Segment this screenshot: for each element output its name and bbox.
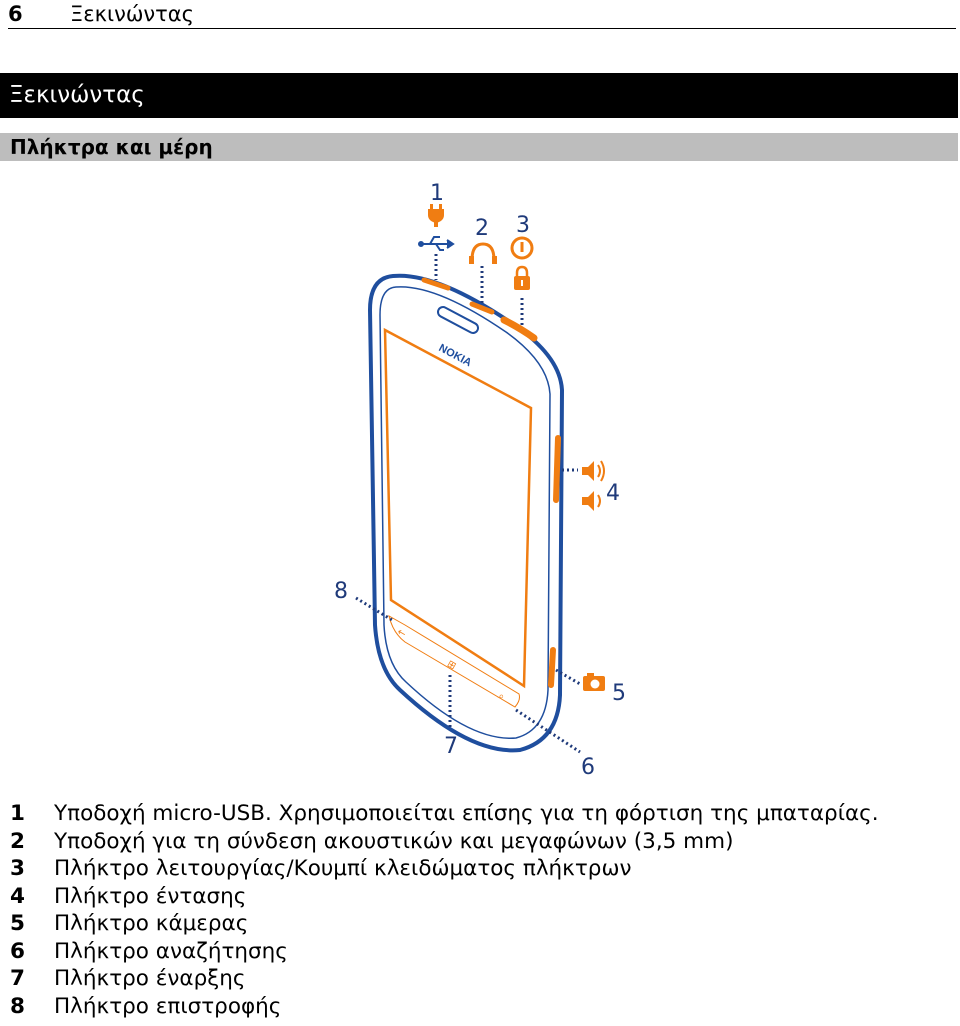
legend-text: Πλήκτρο αναζήτησης <box>54 938 288 964</box>
running-header-title: Ξεκινώντας <box>70 2 194 26</box>
legend-number: 4 <box>10 883 25 909</box>
search-icon: ⌕ <box>496 691 506 703</box>
callout-5: 5 <box>612 681 626 706</box>
legend-text: Υποδοχή micro-USB. Χρησιμοποιείται επίση… <box>54 801 879 826</box>
legend-text: Πλήκτρο έντασης <box>54 883 247 909</box>
charger-icon <box>428 204 444 227</box>
camera-icon <box>583 673 605 691</box>
legend-number: 2 <box>10 828 25 854</box>
volume-down-icon <box>582 491 601 511</box>
legend-number: 5 <box>10 911 25 936</box>
callout-6: 6 <box>581 755 595 780</box>
legend-number: 8 <box>10 993 25 1019</box>
legend-number: 7 <box>10 966 25 991</box>
legend-text: Πλήκτρο έναρξης <box>54 966 246 991</box>
legend-text: Υποδοχή για τη σύνδεση ακουστικών και με… <box>54 828 734 854</box>
legend-text: Πλήκτρο επιστροφής <box>54 993 282 1019</box>
usb-icon <box>418 236 455 251</box>
headset-port <box>469 301 495 315</box>
callout-4: 4 <box>606 481 620 506</box>
list-item: 7 Πλήκτρο έναρξης <box>10 965 950 993</box>
list-item: 5 Πλήκτρο κάμερας <box>10 910 950 938</box>
list-item: 3 Πλήκτρο λειτουργίας/Κουμπί κλειδώματος … <box>10 855 950 883</box>
camera-key <box>548 647 556 688</box>
volume-key <box>553 435 561 503</box>
page-number: 6 <box>8 2 23 26</box>
touch-keys: ← ⊞ ⌕ <box>388 615 520 708</box>
headphones-icon <box>469 242 497 264</box>
chapter-title: Ξεκινώντας <box>9 82 145 108</box>
list-item: 2 Υποδοχή για τη σύνδεση ακουστικών και μ… <box>10 828 950 856</box>
callout-3: 3 <box>516 213 530 238</box>
chapter-title-bar: Ξεκινώντας <box>0 73 958 118</box>
callout-7: 7 <box>444 734 458 759</box>
lock-icon <box>514 265 530 290</box>
list-item: 1 Υποδοχή micro-USB. Χρησιμοποιείται επίσ… <box>10 800 950 828</box>
section-title-bar: Πλήκτρα και μέρη <box>0 133 958 161</box>
list-item: 6 Πλήκτρο αναζήτησης <box>10 938 950 966</box>
earpiece <box>436 306 480 334</box>
callout-1: 1 <box>430 181 444 206</box>
callout-2: 2 <box>475 216 489 241</box>
phone-diagram: NOKIA ← ⊞ ⌕ <box>334 181 626 780</box>
legend-list: 1 Υποδοχή micro-USB. Χρησιμοποιείται επίσ… <box>10 800 950 1020</box>
volume-up-icon <box>582 460 605 482</box>
screen <box>383 327 533 689</box>
legend-number: 3 <box>10 856 25 881</box>
list-item: 8 Πλήκτρο επιστροφής <box>10 993 950 1021</box>
legend-text: Πλήκτρο κάμερας <box>54 911 249 936</box>
callout-8: 8 <box>334 579 348 604</box>
usb-port <box>421 277 451 291</box>
legend-text: Πλήκτρο λειτουργίας/Κουμπί κλειδώματος π… <box>54 856 632 881</box>
legend-number: 1 <box>10 801 25 826</box>
section-title: Πλήκτρα και μέρη <box>10 135 213 159</box>
legend-number: 6 <box>10 938 25 964</box>
running-header: 6 Ξεκινώντας <box>8 0 956 29</box>
power-icon <box>510 236 534 260</box>
power-key <box>500 316 538 342</box>
list-item: 4 Πλήκτρο έντασης <box>10 883 950 911</box>
